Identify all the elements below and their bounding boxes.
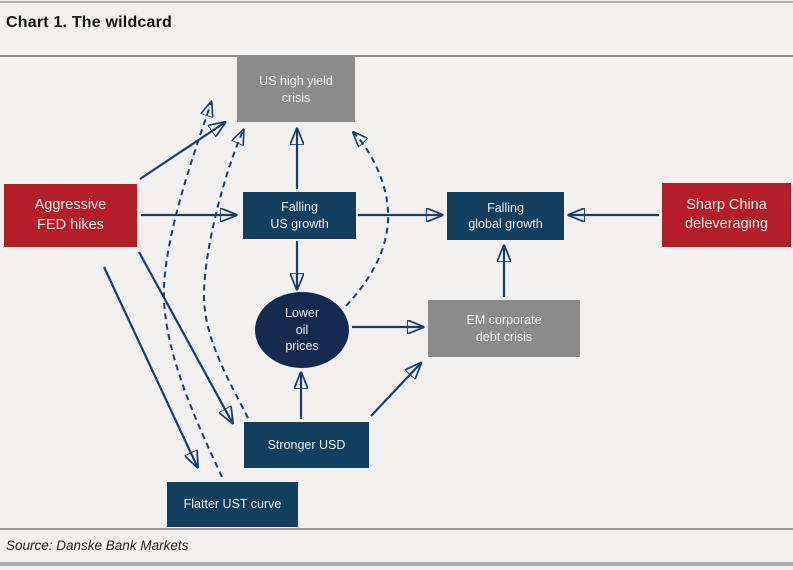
node-stronger-usd: Stronger USD bbox=[244, 422, 369, 468]
title-divider-line bbox=[0, 55, 793, 57]
node-falling-global-growth: Falling global growth bbox=[447, 192, 564, 240]
node-us-high-yield-crisis: US high yield crisis bbox=[237, 57, 355, 122]
node-lower-oil-prices: Lower oil prices bbox=[255, 292, 349, 368]
source-divider-line bbox=[0, 528, 793, 530]
chart-title: Chart 1. The wildcard bbox=[6, 14, 173, 31]
dashed-arrow-stronger-usd-to-us-high-yield bbox=[202, 131, 249, 419]
node-falling-us-growth: Falling US growth bbox=[243, 192, 356, 239]
dashed-arrow-flatter-ust-to-us-high-yield bbox=[162, 103, 223, 478]
node-sharp-china-deleveraging: Sharp China deleveraging bbox=[662, 183, 791, 247]
source-text: Source: Danske Bank Markets bbox=[6, 538, 189, 553]
arrow-fed-to-stronger-usd bbox=[138, 251, 232, 422]
node-em-corporate-debt-crisis: EM corporate debt crisis bbox=[428, 300, 580, 357]
top-border-line bbox=[0, 1, 793, 3]
arrow-fed-to-us-high-yield bbox=[139, 123, 224, 180]
node-flatter-ust-curve: Flatter UST curve bbox=[167, 482, 298, 527]
arrow-fed-to-flatter-ust bbox=[103, 266, 197, 466]
dashed-arrow-lower-oil-to-us-high-yield bbox=[345, 133, 390, 307]
node-aggressive-fed-hikes: Aggressive FED hikes bbox=[4, 184, 137, 247]
arrow-stronger-usd-to-em-debt bbox=[370, 364, 420, 417]
bottom-border-line bbox=[0, 562, 793, 566]
